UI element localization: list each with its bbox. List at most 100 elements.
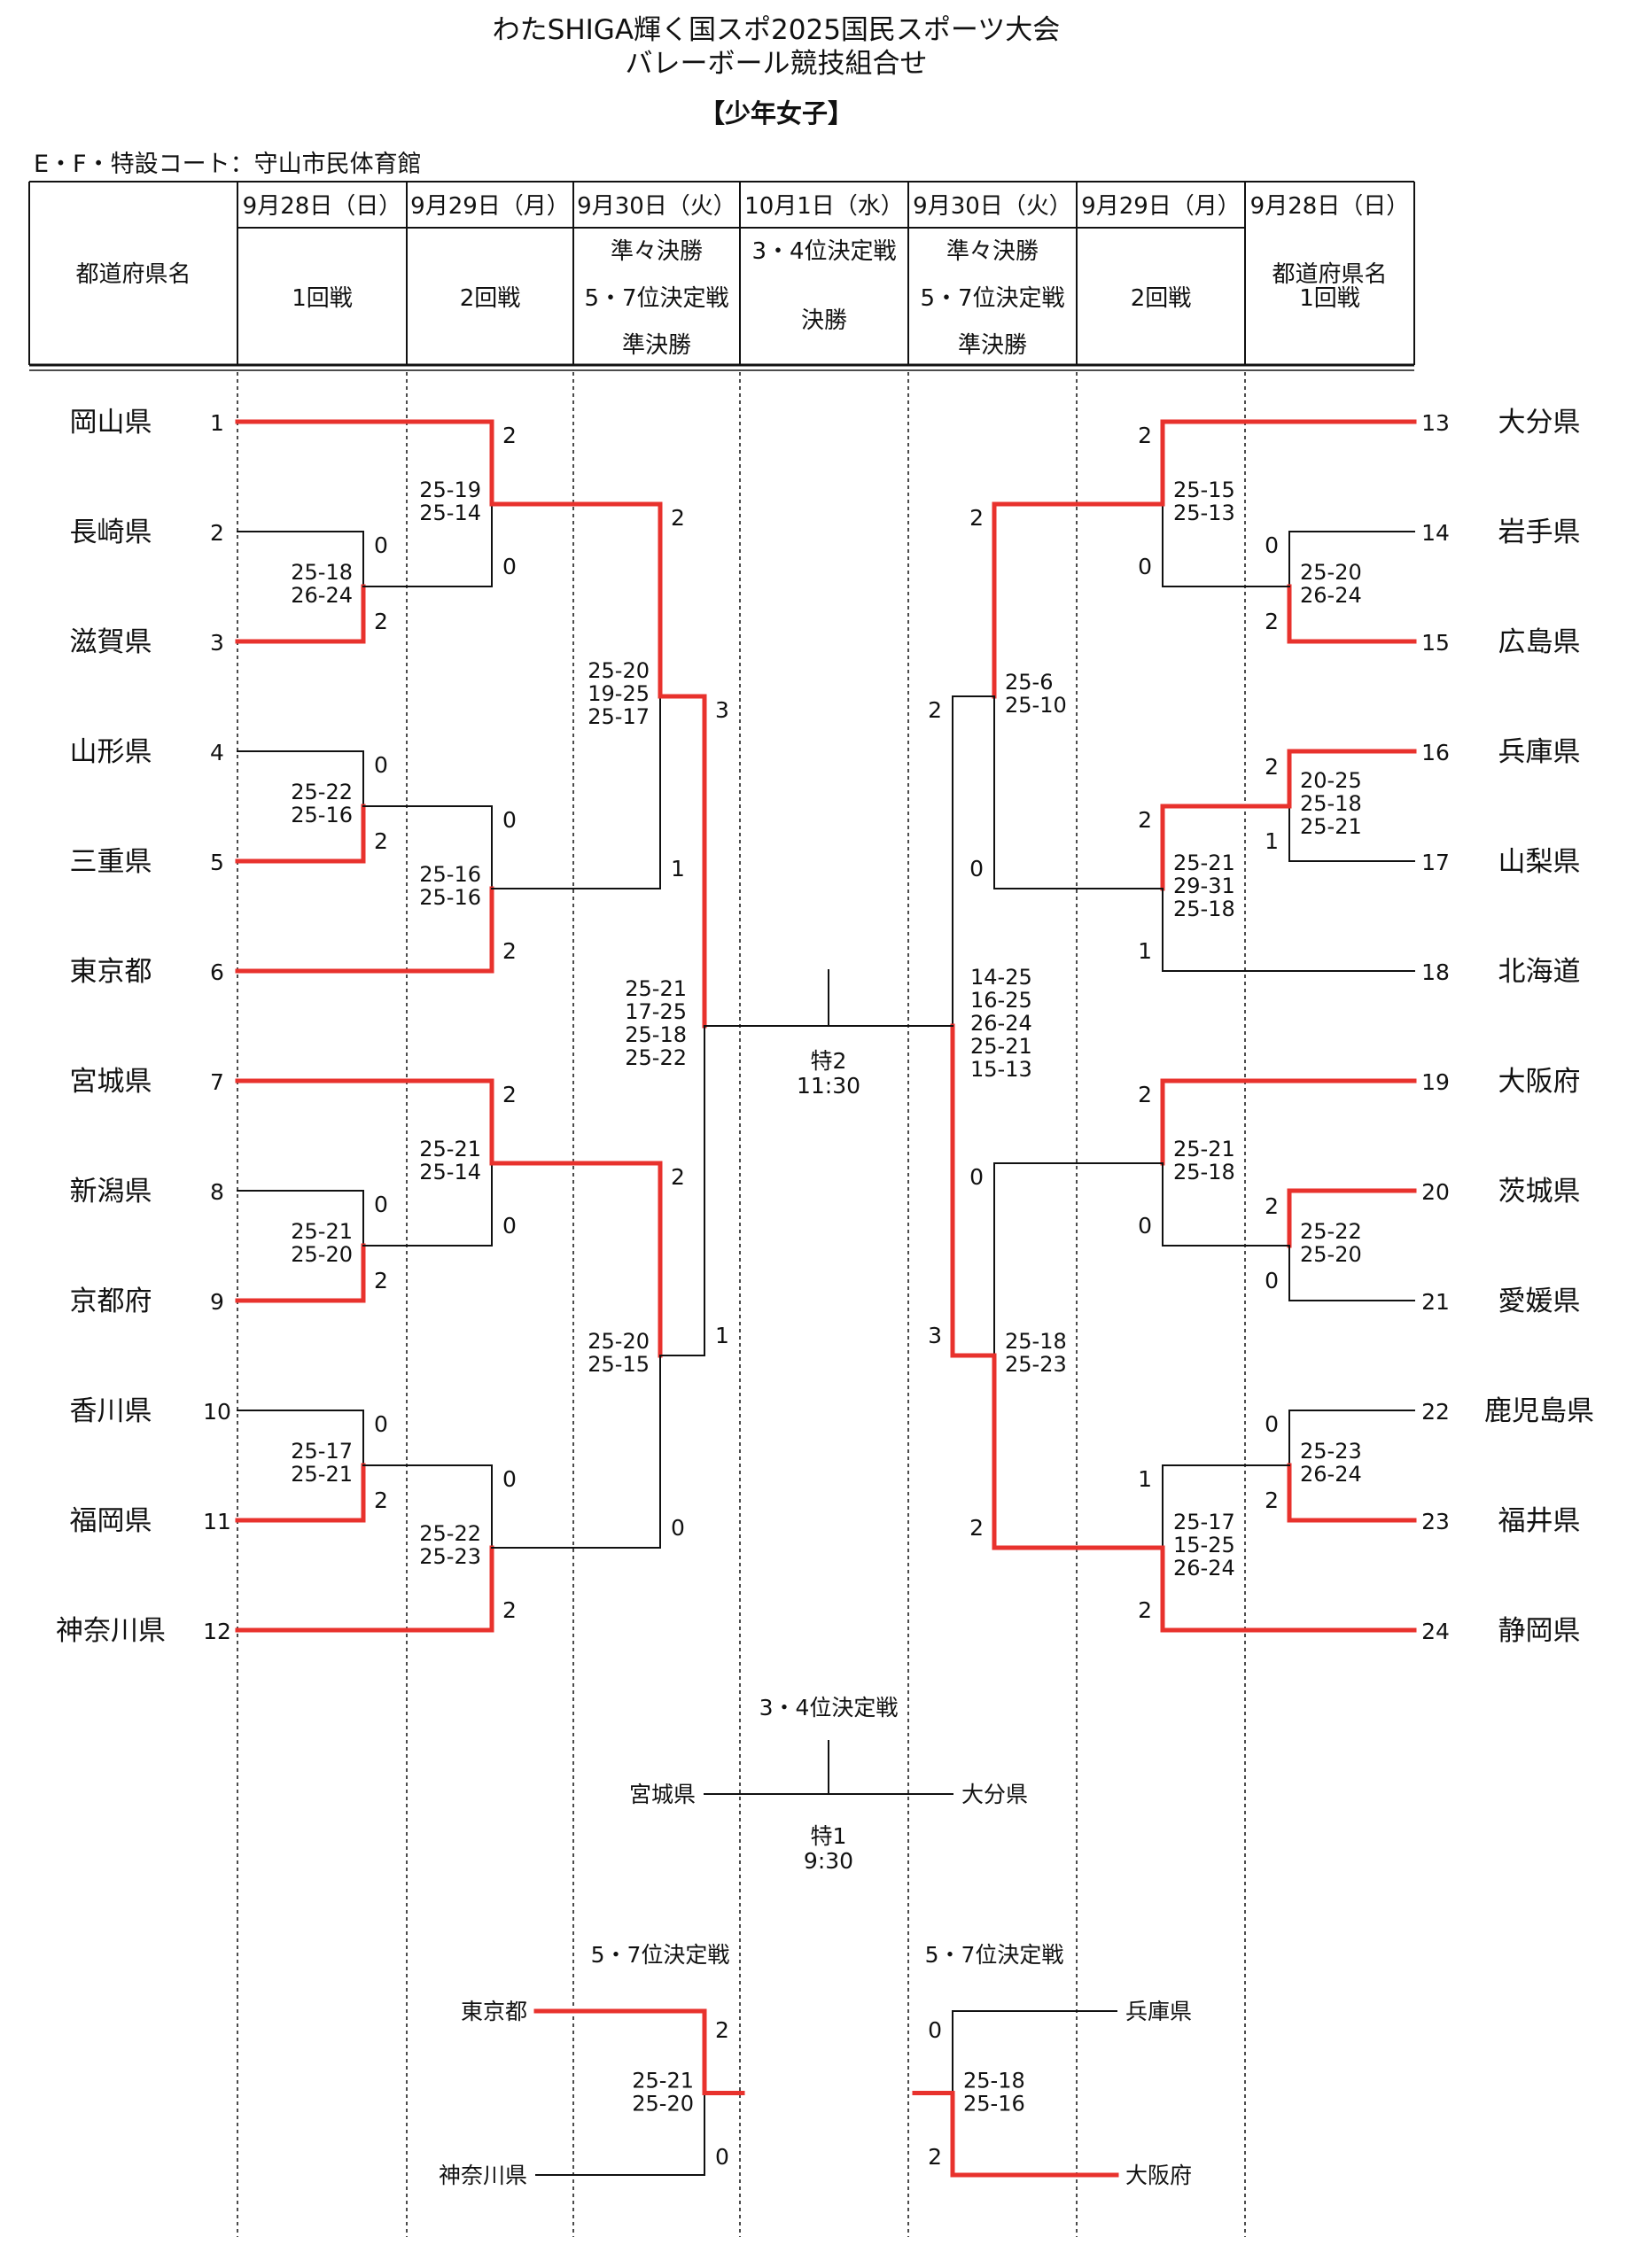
header-round-label: 決勝 bbox=[801, 307, 847, 334]
sets-won: 0 bbox=[374, 1411, 388, 1437]
set-score: 26-24 bbox=[1300, 1462, 1362, 1487]
header-pref-left: 都道府県名 bbox=[75, 261, 191, 288]
set-score: 25-14 bbox=[419, 501, 481, 525]
set-score: 15-13 bbox=[970, 1057, 1032, 1082]
team-name-right: 福井県 bbox=[1498, 1505, 1581, 1537]
set-score: 25-16 bbox=[419, 885, 481, 910]
set-score: 25-23 bbox=[1005, 1352, 1067, 1377]
set-score: 25-17 bbox=[588, 704, 650, 729]
fifth-right-top-team: 兵庫県 bbox=[1125, 1999, 1192, 2024]
set-score: 25-20 bbox=[1300, 1242, 1362, 1267]
final-court: 特2 bbox=[811, 1048, 847, 1074]
sets-won: 2 bbox=[374, 609, 388, 634]
team-name-left: 神奈川県 bbox=[56, 1615, 166, 1647]
third-place-time: 9:30 bbox=[804, 1848, 853, 1874]
set-score: 25-15 bbox=[588, 1352, 650, 1377]
sets-won: 2 bbox=[374, 1487, 388, 1513]
team-seed-left: 2 bbox=[210, 520, 224, 546]
team-seed-right: 16 bbox=[1421, 740, 1450, 765]
header-date: 9月28日（日） bbox=[243, 193, 402, 220]
set-score: 25-17 bbox=[291, 1439, 353, 1464]
sets-won: 0 bbox=[1265, 1268, 1279, 1293]
team-seed-right: 24 bbox=[1421, 1619, 1450, 1644]
set-score: 26-24 bbox=[1173, 1556, 1235, 1581]
set-score: 25-21 bbox=[1173, 850, 1235, 875]
sets-won: 1 bbox=[1138, 1466, 1152, 1492]
team-seed-left: 1 bbox=[210, 410, 224, 436]
third-place-court: 特1 bbox=[811, 1823, 847, 1849]
team-seed-right: 17 bbox=[1421, 850, 1450, 875]
set-score: 25-20 bbox=[1300, 560, 1362, 585]
set-score: 16-25 bbox=[970, 988, 1032, 1013]
team-seed-left: 12 bbox=[203, 1619, 231, 1644]
set-score: 26-24 bbox=[970, 1011, 1032, 1036]
sets-won: 2 bbox=[1138, 1597, 1152, 1623]
team-seed-left: 7 bbox=[210, 1069, 224, 1095]
set-score: 25-18 bbox=[625, 1022, 687, 1047]
team-seed-right: 18 bbox=[1421, 959, 1450, 985]
team-seed-left: 5 bbox=[210, 850, 224, 875]
team-seed-right: 15 bbox=[1421, 630, 1450, 656]
sets-won: 2 bbox=[374, 828, 388, 854]
set-score: 26-24 bbox=[1300, 583, 1362, 608]
sets-won: 2 bbox=[502, 938, 517, 964]
sets-won: 0 bbox=[1138, 1213, 1152, 1239]
team-seed-left: 3 bbox=[210, 630, 224, 656]
team-seed-left: 6 bbox=[210, 959, 224, 985]
sets-won: 2 bbox=[502, 1082, 517, 1107]
set-score: 25-21 bbox=[625, 976, 687, 1001]
team-name-right: 岩手県 bbox=[1498, 517, 1581, 548]
set-score: 25-20 bbox=[588, 658, 650, 683]
fifth-left-title: 5・7位決定戦 bbox=[591, 1942, 730, 1968]
set-score: 25-13 bbox=[1173, 501, 1235, 525]
team-name-left: 京都府 bbox=[70, 1285, 152, 1317]
set-score: 25-18 bbox=[1173, 897, 1235, 921]
sets-won: 2 bbox=[1138, 1082, 1152, 1107]
set-score: 25-19 bbox=[419, 478, 481, 502]
sets-won: 2 bbox=[1138, 423, 1152, 448]
team-name-right: 広島県 bbox=[1498, 626, 1581, 658]
team-name-left: 香川県 bbox=[70, 1395, 152, 1427]
team-seed-right: 21 bbox=[1421, 1289, 1450, 1315]
set-score: 25-22 bbox=[1300, 1219, 1362, 1244]
sets-won: 0 bbox=[1138, 554, 1152, 579]
third-place-left-team: 宮城県 bbox=[629, 1782, 696, 1807]
sets-won: 1 bbox=[1138, 938, 1152, 964]
sets-won: 3 bbox=[715, 697, 729, 723]
set-score: 25-21 bbox=[291, 1462, 353, 1487]
sets-won: 2 bbox=[502, 423, 517, 448]
team-name-right: 山梨県 bbox=[1498, 846, 1581, 878]
set-score: 25-16 bbox=[291, 803, 353, 827]
sets-won: 0 bbox=[502, 1213, 517, 1239]
sets-won: 2 bbox=[1265, 754, 1279, 780]
fifth-right-title: 5・7位決定戦 bbox=[925, 1942, 1064, 1968]
fifth-right-bot-team: 大阪府 bbox=[1125, 2163, 1192, 2188]
set-score: 25-21 bbox=[970, 1034, 1032, 1059]
sets-won: 2 bbox=[928, 2144, 942, 2170]
team-name-right: 大阪府 bbox=[1498, 1066, 1581, 1098]
fifth-left-bot-team: 神奈川県 bbox=[439, 2163, 527, 2188]
team-name-left: 三重県 bbox=[70, 846, 152, 878]
set-score: 25-20 bbox=[632, 2092, 694, 2117]
team-seed-right: 20 bbox=[1421, 1179, 1450, 1205]
set-score: 25-20 bbox=[291, 1242, 353, 1267]
sets-won: 0 bbox=[374, 1192, 388, 1217]
set-score: 25-6 bbox=[1005, 670, 1053, 695]
sets-won: 1 bbox=[671, 856, 685, 882]
team-seed-left: 10 bbox=[203, 1399, 231, 1425]
set-score: 25-18 bbox=[1005, 1329, 1067, 1354]
sets-won: 2 bbox=[374, 1268, 388, 1293]
set-score: 25-10 bbox=[1005, 693, 1067, 718]
team-name-right: 北海道 bbox=[1498, 956, 1581, 988]
sets-won: 1 bbox=[1265, 828, 1279, 854]
team-seed-right: 22 bbox=[1421, 1399, 1450, 1425]
sets-won: 0 bbox=[502, 554, 517, 579]
team-seed-left: 4 bbox=[210, 740, 224, 765]
team-name-left: 東京都 bbox=[70, 956, 152, 988]
team-name-right: 愛媛県 bbox=[1498, 1285, 1581, 1317]
header-date: 9月30日（火） bbox=[577, 193, 736, 220]
set-score: 14-25 bbox=[970, 965, 1032, 990]
header-round-label: 1回戦 bbox=[292, 285, 353, 312]
sets-won: 0 bbox=[969, 1164, 984, 1190]
set-score: 15-25 bbox=[1173, 1533, 1235, 1557]
